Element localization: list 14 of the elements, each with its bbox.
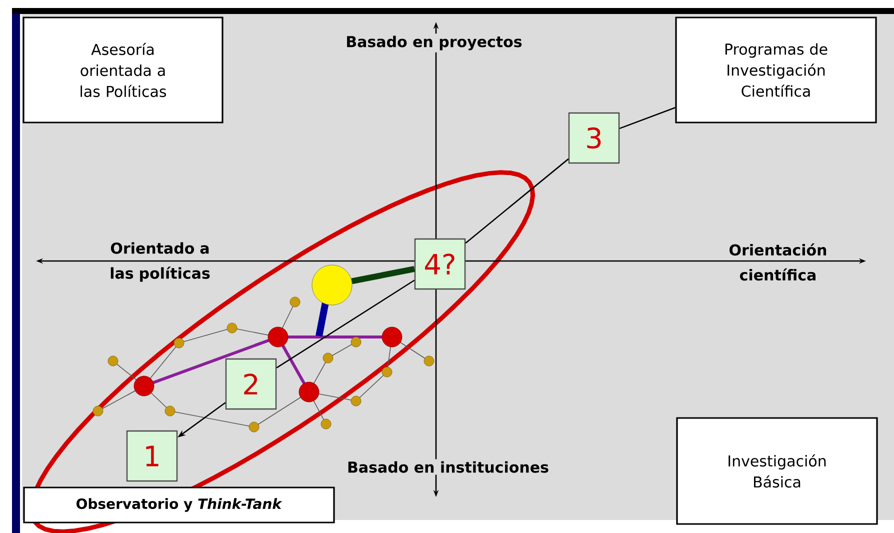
label-box: Investigación Básica xyxy=(676,417,878,525)
label-box: Programas de Investigación Científica xyxy=(675,16,877,124)
number-box: 1 xyxy=(126,430,178,482)
axis-label: Basado en instituciones xyxy=(345,459,551,475)
number-box: 3 xyxy=(568,112,620,164)
number-box: 2 xyxy=(225,358,277,410)
circle xyxy=(312,264,352,306)
axis-label: Basado en proyectos xyxy=(344,34,524,52)
axis-label: Orientado a las políticas xyxy=(110,242,210,282)
label-box: Observatorio y Think-Tank xyxy=(23,486,335,524)
axis-label: Orientación científica xyxy=(730,243,826,281)
label-box: Asesoría orientada a las Políticas xyxy=(22,16,224,124)
connector-bar xyxy=(351,266,415,284)
number-box: 4? xyxy=(414,238,466,290)
